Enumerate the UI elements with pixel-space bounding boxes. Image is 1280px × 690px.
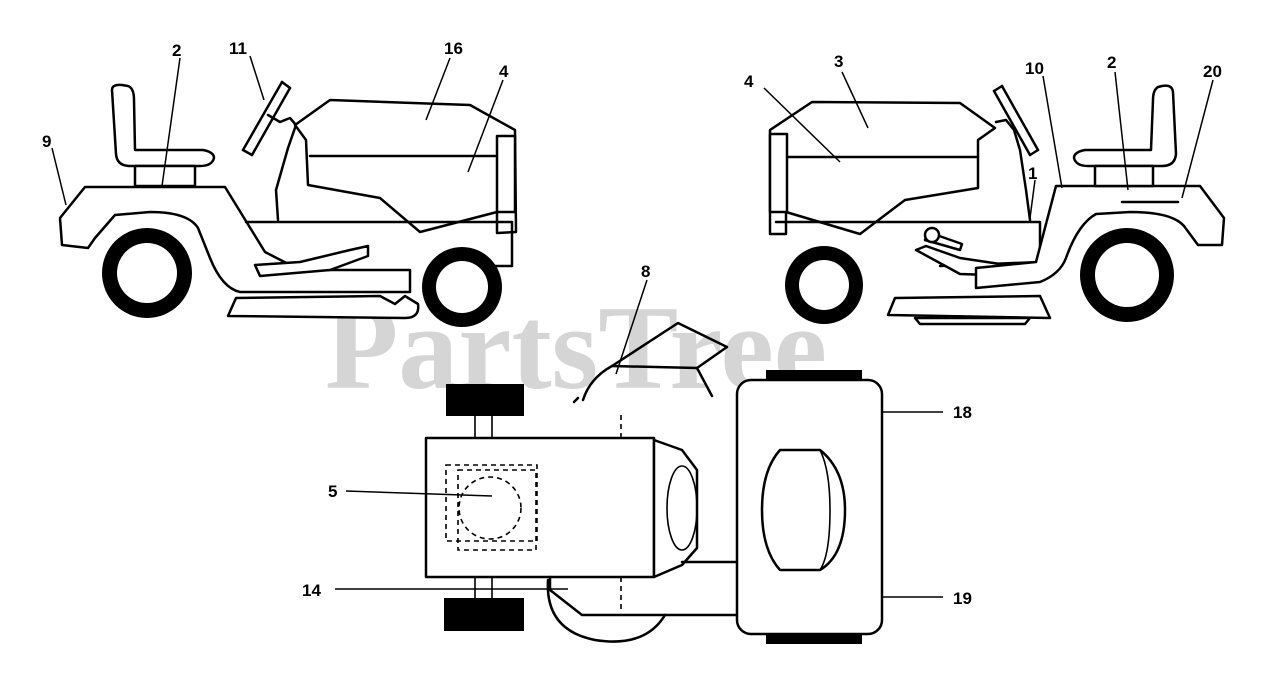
callout-top-8: 8 (641, 262, 650, 281)
callout-left-4: 4 (499, 62, 509, 81)
top-front-tire-lower (444, 598, 524, 631)
left-grille (495, 134, 517, 214)
callout-right-1: 1 (1028, 164, 1037, 183)
callout-left-2: 2 (172, 41, 181, 60)
left-steering-wheel (241, 80, 284, 152)
top-hood (424, 436, 656, 579)
right-rear-body (974, 184, 1226, 290)
callout-left-16: 16 (444, 39, 463, 58)
top-rear-tire-upper (766, 370, 862, 381)
callout-right-3: 3 (834, 52, 843, 71)
right-seat-base (1093, 164, 1155, 188)
left-hood (293, 98, 518, 235)
right-grille (768, 132, 789, 214)
left-mower-deck (226, 294, 420, 320)
callout-top-18: 18 (953, 403, 972, 422)
right-side-view (768, 84, 1226, 326)
callout-right-2: 2 (1107, 53, 1116, 72)
right-mower-deck (886, 294, 1052, 320)
left-rear-body (58, 185, 412, 294)
right-steering-wheel (1000, 84, 1040, 152)
top-rear-tire-lower (766, 633, 862, 644)
callout-left-9: 9 (42, 132, 51, 151)
callout-right-20: 20 (1203, 62, 1222, 81)
leader-lines (51, 55, 1214, 598)
top-front-tire-upper (446, 384, 524, 416)
callout-right-4: 4 (744, 72, 754, 91)
top-rear-body (735, 378, 884, 636)
callout-top-5: 5 (328, 482, 337, 501)
left-side-view (58, 80, 518, 327)
top-view (424, 321, 884, 644)
right-hood (768, 100, 997, 236)
top-chute (581, 321, 729, 402)
callout-right-10: 10 (1025, 59, 1044, 78)
callout-left-11: 11 (229, 39, 247, 58)
right-seat (1072, 84, 1178, 168)
callout-top-19: 19 (953, 589, 972, 608)
callout-top-14: 14 (302, 581, 321, 600)
left-seat (110, 83, 216, 168)
callout-labels: 2 11 16 4 9 4 3 10 2 20 1 8 5 14 18 19 (42, 39, 1222, 608)
